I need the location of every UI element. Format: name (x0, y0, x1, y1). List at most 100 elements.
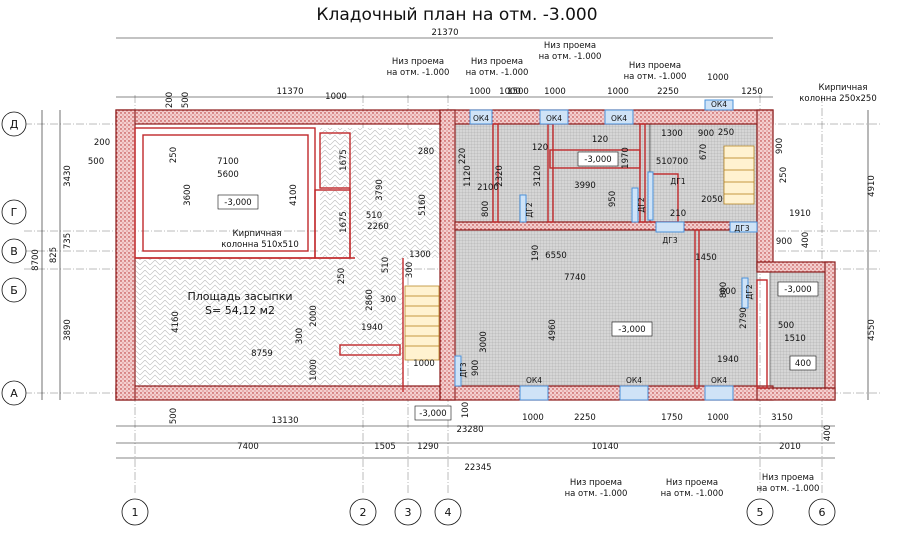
svg-text:2: 2 (360, 506, 367, 519)
svg-text:120: 120 (532, 143, 548, 153)
svg-text:1450: 1450 (695, 253, 717, 263)
svg-text:ДГ3: ДГ3 (662, 236, 677, 245)
svg-text:1500: 1500 (507, 87, 529, 97)
svg-text:7100: 7100 (217, 157, 239, 167)
svg-text:2860: 2860 (365, 289, 375, 311)
svg-text:3150: 3150 (771, 413, 793, 423)
svg-text:5160: 5160 (418, 194, 428, 216)
svg-text:2000: 2000 (309, 305, 319, 327)
svg-text:-3,000: -3,000 (784, 285, 811, 295)
svg-text:1000: 1000 (309, 359, 319, 381)
svg-text:1000: 1000 (325, 92, 347, 102)
svg-text:400: 400 (795, 359, 811, 369)
inner-dims: 7100 5600 250 3600 4100 -3,000 1675 1675… (169, 87, 833, 441)
svg-text:А: А (10, 387, 18, 400)
svg-text:300: 300 (380, 295, 396, 305)
svg-text:700: 700 (672, 157, 688, 167)
svg-text:Г: Г (11, 206, 18, 219)
stair (404, 145, 755, 361)
svg-text:Д: Д (10, 118, 19, 131)
axis-labels-numbers: 1 2 3 4 5 6 (132, 506, 826, 519)
svg-text:280: 280 (418, 147, 434, 157)
svg-text:1300: 1300 (409, 250, 431, 260)
svg-text:500: 500 (169, 408, 179, 424)
svg-text:300: 300 (405, 262, 415, 278)
svg-text:ОК4: ОК4 (473, 114, 489, 123)
svg-text:800: 800 (481, 201, 491, 217)
svg-text:1290: 1290 (417, 442, 439, 452)
svg-text:2250: 2250 (574, 413, 596, 423)
svg-text:670: 670 (699, 144, 709, 160)
svg-text:2100: 2100 (477, 183, 499, 193)
svg-text:Б: Б (10, 284, 18, 297)
svg-text:3430: 3430 (63, 165, 73, 187)
svg-text:4100: 4100 (289, 184, 299, 206)
svg-text:3120: 3120 (533, 165, 543, 187)
svg-text:1675: 1675 (339, 211, 349, 233)
inner-walls (134, 123, 768, 392)
svg-text:3000: 3000 (479, 331, 489, 353)
svg-text:200: 200 (94, 138, 110, 148)
svg-text:-3,000: -3,000 (584, 155, 611, 165)
svg-text:ОК4: ОК4 (626, 376, 642, 385)
svg-text:5600: 5600 (217, 170, 239, 180)
svg-text:1000: 1000 (544, 87, 566, 97)
svg-text:11370: 11370 (276, 87, 303, 97)
svg-text:8700: 8700 (31, 249, 41, 271)
svg-text:2050: 2050 (701, 195, 723, 205)
svg-text:800: 800 (720, 287, 736, 297)
svg-text:510: 510 (366, 211, 382, 221)
svg-text:7400: 7400 (237, 442, 259, 452)
svg-text:900: 900 (471, 360, 481, 376)
svg-text:1000: 1000 (413, 359, 435, 369)
svg-text:950: 950 (608, 191, 618, 207)
svg-text:900: 900 (698, 129, 714, 139)
svg-text:7740: 7740 (564, 273, 586, 283)
svg-text:6550: 6550 (545, 251, 567, 261)
svg-text:250: 250 (779, 167, 789, 183)
svg-text:1000: 1000 (707, 413, 729, 423)
svg-text:200: 200 (165, 92, 175, 108)
svg-text:190: 190 (531, 245, 541, 261)
axis-markers-numbers (121, 498, 836, 526)
svg-text:ОК4: ОК4 (711, 376, 727, 385)
svg-text:1910: 1910 (789, 209, 811, 219)
svg-text:1000: 1000 (522, 413, 544, 423)
svg-text:210: 210 (670, 209, 686, 219)
svg-text:-3,000: -3,000 (419, 409, 446, 419)
svg-text:1510: 1510 (784, 334, 806, 344)
svg-text:ДГ2: ДГ2 (637, 197, 646, 212)
svg-text:500: 500 (181, 92, 191, 108)
svg-text:4960: 4960 (548, 319, 558, 341)
svg-text:1675: 1675 (339, 149, 349, 171)
svg-text:ДГ1: ДГ1 (670, 177, 685, 186)
svg-text:1000: 1000 (607, 87, 629, 97)
axis-labels-letters: Д Г В Б А (10, 118, 19, 400)
drawing-title: Кладочный план на отм. -3.000 (316, 5, 597, 25)
svg-text:1750: 1750 (661, 413, 683, 423)
svg-text:510: 510 (656, 157, 672, 167)
svg-text:22345: 22345 (464, 463, 491, 473)
svg-text:900: 900 (776, 237, 792, 247)
svg-text:3990: 3990 (574, 181, 596, 191)
left-dims: 200 500 3430 8700 735 825 3890 (31, 138, 110, 341)
svg-text:10140: 10140 (591, 442, 618, 452)
svg-text:ОК4: ОК4 (546, 114, 562, 123)
svg-text:220: 220 (458, 148, 468, 164)
svg-text:250: 250 (718, 128, 734, 138)
svg-text:735: 735 (63, 233, 73, 249)
svg-text:1000: 1000 (499, 87, 521, 97)
svg-text:1970: 1970 (621, 147, 631, 169)
svg-text:3: 3 (405, 506, 412, 519)
right-dims: 4910 4550 (867, 175, 877, 341)
